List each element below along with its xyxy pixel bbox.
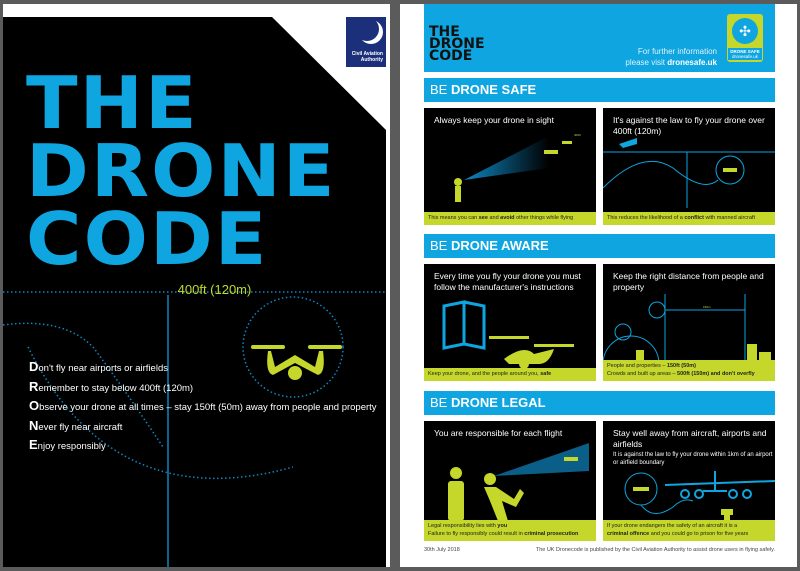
drone-rules: Don't fly near airports or airfields Rem…: [29, 358, 377, 456]
panel-caption: If your drone endangers the safety of an…: [603, 520, 775, 541]
rule-item: Never fly near aircraft: [29, 417, 123, 433]
panel-caption: People and properties – 150ft (50m)Crowd…: [603, 360, 775, 381]
altitude-label: 400ft (120m): [177, 282, 252, 297]
section-be-drone-aware: BE DRONE AWARE: [424, 234, 775, 258]
section-be-drone-safe: BE DRONE SAFE: [424, 78, 775, 102]
panel-caption: This means you can see and avoid other t…: [424, 211, 596, 225]
drone-icon: [251, 345, 342, 380]
caa-logo: Civil Aviation Authority: [346, 17, 386, 67]
title-line: THE: [26, 61, 199, 145]
panel-responsible: You are responsible for each flight Lega…: [424, 421, 596, 541]
section-be-drone-legal: BE DRONE LEGAL: [424, 391, 775, 415]
panel-caption: This reduces the likelihood of a conflic…: [603, 211, 775, 225]
panel-distance: 150m Keep the right distance from people…: [603, 264, 775, 381]
cover-illustration: [3, 291, 386, 567]
title-line: DRONE: [26, 129, 337, 213]
title-line: CODE: [26, 197, 269, 281]
cover-background: THE DRONE CODE 400ft (120m) Don't fly ne…: [3, 17, 386, 567]
panel-manufacturer-instructions: Every time you fly your drone you must f…: [424, 264, 596, 381]
panel-airports: Stay well away from aircraft, airports a…: [603, 421, 775, 541]
svg-text:150m: 150m: [703, 305, 711, 309]
footer-date: 30th July 2018: [424, 547, 460, 553]
rule-item: Enjoy responsibly: [29, 437, 106, 453]
panel-caption: Keep your drone, and the people around y…: [424, 367, 596, 381]
panel-keep-in-sight: 400ft Always keep your drone in sight Th…: [424, 108, 596, 225]
further-info: For further information please visit dro…: [625, 47, 717, 67]
cover-page: THE DRONE CODE 400ft (120m) Don't fly ne…: [3, 4, 390, 567]
footer-note: The UK Dronecode is published by the Civ…: [535, 547, 775, 553]
svg-text:400ft: 400ft: [574, 133, 581, 137]
rule-item: Remember to stay below 400ft (120m): [29, 378, 194, 394]
drone-icon: ✣: [732, 18, 758, 44]
rule-item: Observe your drone at all times – stay 1…: [29, 398, 377, 414]
cover-title: THE DRONE CODE: [26, 61, 337, 281]
panel-400ft: It's against the law to fly your drone o…: [603, 108, 775, 225]
dronesafe-link[interactable]: dronesafe.uk: [667, 58, 717, 67]
rule-item: Don't fly near airports or airfields: [29, 359, 168, 374]
